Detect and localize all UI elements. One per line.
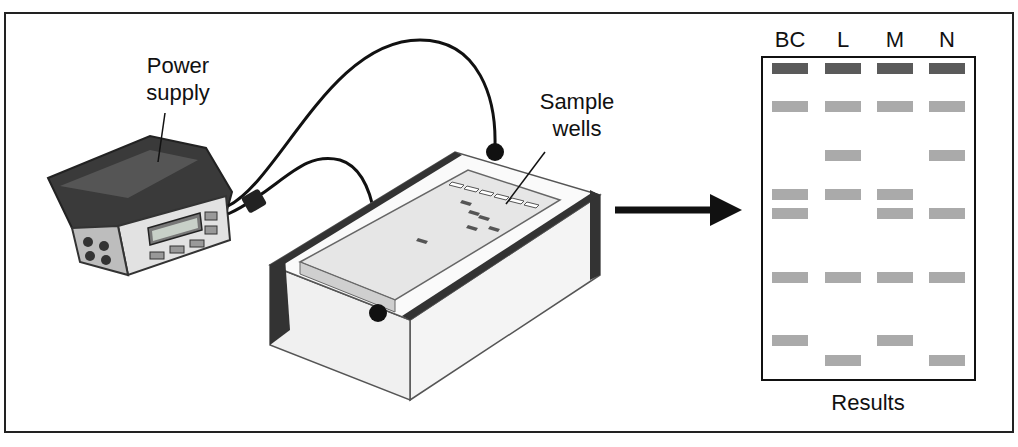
- arrow: [615, 207, 715, 214]
- leader-line: [506, 152, 545, 204]
- gel-result: [762, 57, 975, 380]
- band: [877, 208, 913, 219]
- arrowhead: [710, 194, 742, 226]
- band: [929, 355, 965, 366]
- band: [877, 189, 913, 200]
- band: [825, 355, 861, 366]
- band: [877, 272, 913, 283]
- part-label: Power supply: [128, 52, 228, 106]
- band: [772, 335, 808, 346]
- band: [825, 189, 861, 200]
- band: [772, 208, 808, 219]
- lane-label: BC: [775, 26, 806, 53]
- band: [929, 208, 965, 219]
- band: [825, 63, 861, 74]
- band: [825, 101, 861, 112]
- band: [877, 335, 913, 346]
- band: [825, 272, 861, 283]
- band: [877, 101, 913, 112]
- lane-label: L: [837, 26, 849, 53]
- band: [929, 63, 965, 74]
- band: [877, 63, 913, 74]
- lane-label: M: [886, 26, 904, 53]
- band: [772, 189, 808, 200]
- frame: [5, 13, 1013, 432]
- caption-label: Results: [831, 389, 904, 416]
- band: [772, 101, 808, 112]
- band: [772, 272, 808, 283]
- band: [825, 150, 861, 161]
- band: [929, 150, 965, 161]
- bands: [772, 63, 965, 366]
- band: [772, 63, 808, 74]
- plug: [241, 188, 267, 214]
- part-label: Sample wells: [521, 88, 633, 142]
- band: [929, 101, 965, 112]
- band: [929, 272, 965, 283]
- leader-line: [158, 113, 165, 162]
- lane-label: N: [939, 26, 955, 53]
- gel-tank: [270, 143, 600, 400]
- power-supply: [48, 136, 232, 275]
